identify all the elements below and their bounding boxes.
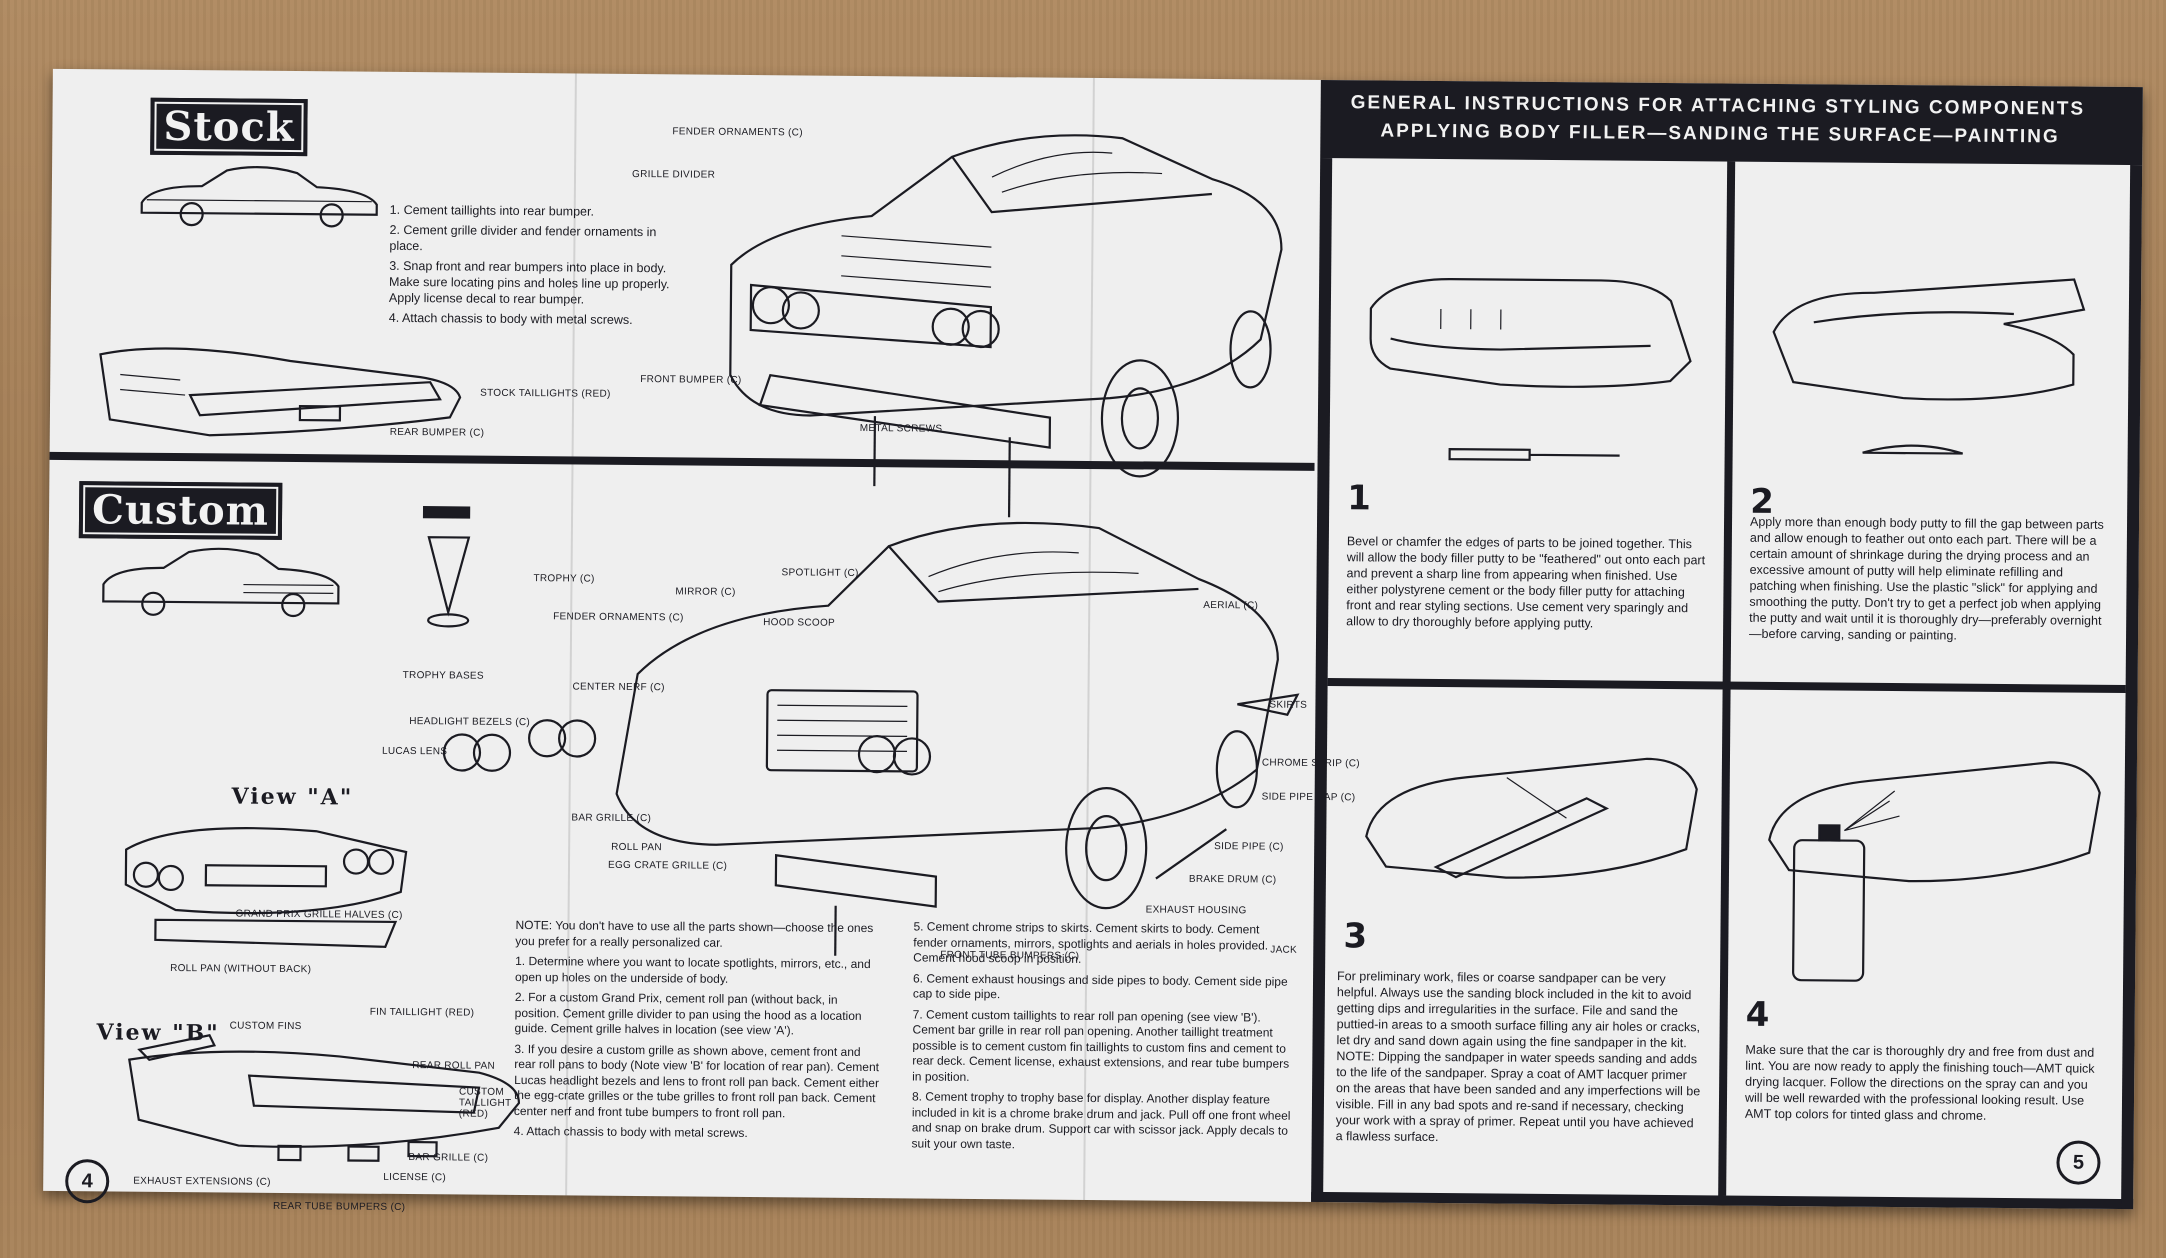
step-1-drawing	[1369, 278, 1692, 461]
step-number: 3	[1343, 916, 1368, 957]
stock-title: Stock	[150, 97, 308, 157]
step-text: Make sure that the car is thoroughly dry…	[1744, 1042, 2095, 1123]
view-a-title: View "A"	[231, 783, 354, 811]
label-egg-crate-grille: EGG CRATE GRILLE (C)	[607, 859, 728, 872]
instruction-paragraph: 1. Determine where you want to locate sp…	[514, 953, 871, 986]
label-bar-grille-b: BAR GRILLE (C)	[408, 1152, 489, 1164]
page-number-right: 5	[2056, 1140, 2101, 1185]
label-roll-pan-without-back: ROLL PAN (WITHOUT BACK)	[170, 962, 312, 976]
general-instructions-header: GENERAL INSTRUCTIONS FOR ATTACHING STYLI…	[1320, 79, 2143, 166]
label-front-bumper: FRONT BUMPER (C)	[640, 374, 742, 386]
label-brake-drum: BRAKE DRUM (C)	[1188, 873, 1277, 886]
label-fender-ornaments-custom: FENDER ORNAMENTS (C)	[553, 611, 684, 624]
label-skirts: SKIRTS	[1269, 699, 1308, 711]
custom-instructions-col2: 5. Cement chrome strips to skirts. Cemen…	[911, 919, 1293, 1159]
step-4-drawing	[1768, 761, 2101, 982]
label-rear-roll-pan: REAR ROLL PAN	[412, 1060, 496, 1072]
step-text: Apply more than enough body putty to fil…	[1749, 514, 2104, 643]
headlight-bezels-drawing	[442, 719, 597, 772]
custom-title: Custom	[78, 481, 283, 540]
label-lucas-lens: LUCAS LENS	[381, 745, 448, 758]
instruction-paragraph: 2. For a custom Grand Prix, cement roll …	[514, 989, 862, 1038]
step-2-cell: 2 Apply more than enough body putty to f…	[1731, 162, 2131, 685]
label-roll-pan: ROLL PAN	[611, 841, 662, 854]
label-spotlight: SPOTLIGHT (C)	[781, 567, 859, 579]
header-line-1: GENERAL INSTRUCTIONS FOR ATTACHING STYLI…	[1350, 92, 2086, 120]
stock-step: 4. Attach chassis to body with metal scr…	[388, 310, 633, 327]
label-hood-scoop: HOOD SCOOP	[763, 617, 836, 629]
instruction-grid: 1 Bevel or chamfer the edges of parts to…	[1311, 157, 2143, 1210]
instruction-paragraph: 8. Cement trophy to trophy base for disp…	[911, 1089, 1291, 1151]
instruction-paragraph: NOTE: You don't have to use all the part…	[515, 917, 874, 950]
custom-car-main-drawing	[615, 521, 1300, 956]
label-headlight-bezels: HEADLIGHT BEZELS (C)	[409, 716, 531, 729]
instruction-paragraph: 3. If you desire a custom grille as show…	[513, 1041, 880, 1120]
instruction-paragraph: 7. Cement custom taillights to rear roll…	[912, 1006, 1290, 1084]
view-b-drawing	[128, 1034, 521, 1162]
stock-step: 2. Cement grille divider and fender orna…	[389, 222, 657, 254]
step-text: For preliminary work, files or coarse sa…	[1335, 969, 1701, 1145]
label-bar-grille: BAR GRILLE (C)	[571, 812, 652, 825]
step-4-cell: 4 Make sure that the car is thoroughly d…	[1726, 690, 2125, 1199]
instruction-paragraph: 5. Cement chrome strips to skirts. Cemen…	[913, 919, 1269, 966]
label-exhaust-housing: EXHAUST HOUSING	[1145, 904, 1247, 917]
label-exhaust-extensions: EXHAUST EXTENSIONS (C)	[133, 1175, 271, 1188]
step-3-cell: 3 For preliminary work, files or coarse …	[1323, 686, 1722, 1195]
page-number-left: 4	[65, 1159, 110, 1204]
step-number: 1	[1347, 478, 1372, 519]
step-number: 4	[1745, 994, 1770, 1035]
stock-step: 1. Cement taillights into rear bumper.	[389, 202, 595, 219]
label-trophy: TROPHY (C)	[533, 573, 595, 585]
step-3-drawing	[1365, 757, 1698, 879]
instruction-paragraph: 4. Attach chassis to body with metal scr…	[513, 1123, 748, 1141]
label-rear-bumper: REAR BUMPER (C)	[389, 426, 485, 439]
label-custom-taillight: CUSTOM TAILLIGHT (RED)	[458, 1086, 512, 1120]
custom-instructions-col1: NOTE: You don't have to use all the part…	[514, 918, 886, 1148]
step-text: Bevel or chamfer the edges of parts to b…	[1346, 534, 1706, 631]
label-rear-tube-bumpers: REAR TUBE BUMPERS (C)	[272, 1200, 406, 1214]
step-2-drawing	[1772, 278, 2086, 455]
stock-steps: 1. Cement taillights into rear bumper. 2…	[389, 202, 680, 333]
step-1-cell: 1 Bevel or chamfer the edges of parts to…	[1328, 158, 1728, 681]
label-license: LICENSE (C)	[383, 1171, 447, 1184]
label-center-nerf: CENTER NERF (C)	[572, 681, 665, 694]
instruction-paragraph: 6. Cement exhaust housings and side pipe…	[912, 970, 1288, 1002]
label-aerial: AERIAL (C)	[1203, 599, 1259, 612]
page-4: Stock 1. Cement taillights into rear bum…	[43, 69, 1360, 1213]
label-side-pipe: SIDE PIPE (C)	[1214, 841, 1284, 853]
stock-rear-bumper-drawing	[99, 347, 462, 437]
stock-car-thumbnail	[140, 166, 378, 228]
instruction-sheet: Stock 1. Cement taillights into rear bum…	[43, 68, 2143, 1213]
label-mirror: MIRROR (C)	[675, 586, 736, 598]
label-custom-fins: CUSTOM FINS	[229, 1020, 302, 1033]
label-stock-taillights: STOCK TAILLIGHTS (RED)	[480, 387, 611, 400]
label-trophy-bases: TROPHY BASES	[402, 669, 484, 682]
label-fender-ornaments: FENDER ORNAMENTS (C)	[672, 126, 803, 139]
view-a-drawing	[124, 827, 408, 948]
label-grille-divider: GRILLE DIVIDER	[631, 168, 716, 181]
stock-car-main-drawing	[729, 134, 1283, 518]
page-5: GENERAL INSTRUCTIONS FOR ATTACHING STYLI…	[1311, 79, 2143, 1210]
label-fin-taillight: FIN TAILLIGHT (RED)	[369, 1006, 475, 1019]
stock-step: 3. Snap front and rear bumpers into plac…	[388, 258, 670, 307]
header-line-2: APPLYING BODY FILLER—SANDING THE SURFACE…	[1380, 120, 2060, 148]
label-grand-prix-grille-halves: GRAND PRIX GRILLE HALVES (C)	[235, 908, 403, 921]
label-metal-screws: METAL SCREWS	[859, 422, 943, 435]
trophy-drawing	[422, 506, 471, 628]
custom-car-thumbnail	[102, 547, 340, 618]
